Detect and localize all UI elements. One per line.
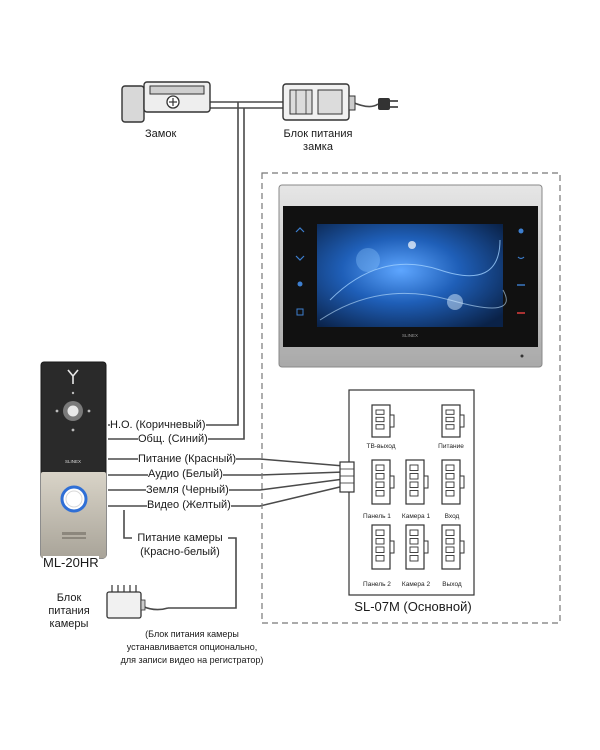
connector-camera1-label: Камера 1 [401,513,431,520]
connector-output-label: Выход [442,581,462,588]
connector-panel2-label: Панель 2 [363,581,391,588]
lock-label: Замок [145,128,177,141]
monitor-left-buttons [295,227,305,316]
connector-input-socket [441,459,465,505]
mains-plug-icon [378,98,398,110]
com-wire [108,108,245,440]
connector-panel1-socket [371,459,395,505]
ground-wire-label: Земля (Черный) [146,484,229,497]
monitor-brand: SLINEX [402,333,418,338]
video-wire-label: Видео (Желтый) [147,499,231,512]
connector-power-socket [441,404,465,438]
note-line-1: (Блок питания камеры [145,629,239,639]
connector-panel1-label: Панель 1 [363,513,391,520]
outdoor-panel-icon [40,361,107,559]
monitor-model: SL-07M (Основной) [349,600,477,613]
power-wire-label: Питание (Красный) [138,453,237,466]
lock-icon [121,81,211,123]
camera-psu-label-3: камеры [49,618,89,630]
camera-power-wire-label-1: Питание камеры [132,532,228,545]
monitor-icon [278,184,543,368]
camera-power-wire [123,510,237,609]
bundle-plug-icon [339,461,355,493]
panel-logo-icon [67,369,79,384]
camera-power-wire-label-2: (Красно-белый) [132,546,228,559]
lock-power-supply-icon [282,83,356,121]
connector-camera2-label: Камера 2 [401,581,431,588]
camera-psu-cord [141,605,169,611]
no-wire [108,102,239,426]
connector-panel2-socket [371,524,395,570]
audio-wire [108,471,345,476]
no-wire-label: Н.О. (Коричневый) [110,419,206,432]
com-wire-label: Общ. (Синий) [138,433,208,446]
camera-power-supply-icon [106,585,146,619]
connector-sockets [371,404,465,570]
connector-camera1-socket [405,459,429,505]
note-line-3: для записи видео на регистратор) [120,655,264,665]
monitor-enclosure [261,172,561,624]
connector-power-label: Питание [438,443,464,450]
connector-camera2-socket [405,524,429,570]
monitor-right-buttons [517,228,525,314]
lock-psu-label: Блок питания замка [269,128,367,154]
panel-brand: SLINEX [65,459,81,464]
audio-wire-label: Аудио (Белый) [148,468,223,481]
camera-psu-label-2: питания [48,605,90,617]
note-line-2: устанавливается опционально, [126,642,258,652]
mains-cable [351,101,379,108]
connector-input-label: Вход [444,513,460,520]
connector-output-socket [441,524,465,570]
connector-tv-out-socket [371,404,395,438]
camera-psu-label-1: Блок [56,592,82,604]
outdoor-panel-model: ML-20HR [43,555,99,570]
connector-tv-out-label: ТВ-выход [366,443,396,450]
